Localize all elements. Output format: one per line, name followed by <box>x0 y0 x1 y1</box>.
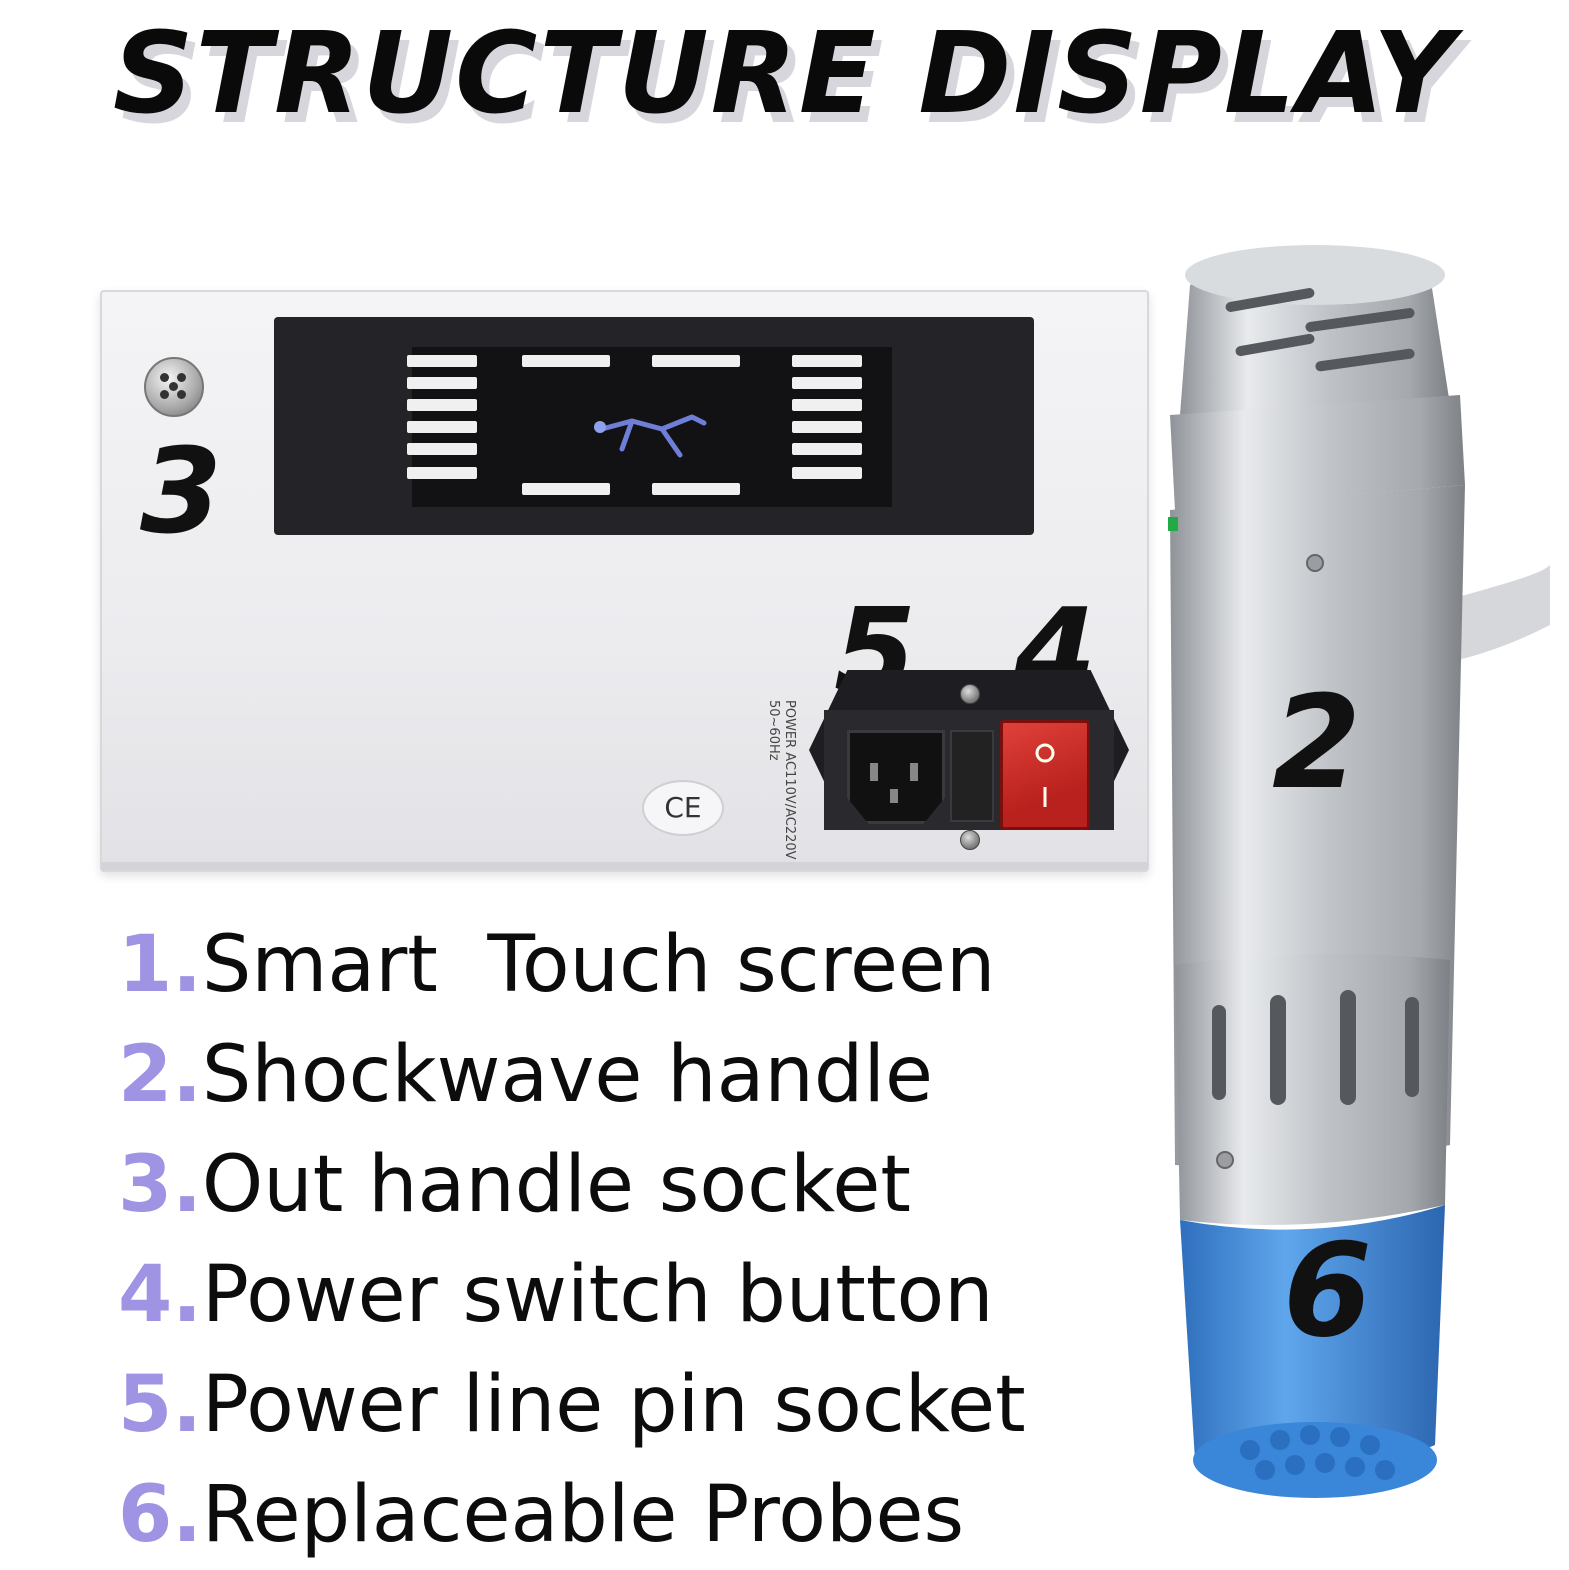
legend-text: Shockwave handle <box>201 1030 934 1120</box>
callout-2: 2 <box>1272 669 1362 818</box>
legend-list: 1.Smart Touch screen 2.Shockwave handle … <box>118 910 1118 1570</box>
legend-number: 4. <box>118 1250 202 1340</box>
screw-top <box>960 684 980 704</box>
switch-mark-icon <box>1035 743 1055 807</box>
legend-text: Smart Touch screen <box>201 920 996 1010</box>
console-unit: 3 1 5 4 POWER AC110V/AC220V <box>100 290 1149 872</box>
legend-item: 2.Shockwave handle <box>118 1020 1118 1130</box>
legend-text: Power switch button <box>201 1250 994 1340</box>
power-rating-label: POWER AC110V/AC220V 50~60Hz <box>766 700 797 860</box>
handle-socket <box>144 357 204 417</box>
ce-mark: CE <box>642 780 724 836</box>
legend-text: Power line pin socket <box>201 1360 1026 1450</box>
fuse-holder <box>950 730 994 822</box>
legend-text: Replaceable Probes <box>201 1470 965 1560</box>
legend-item: 4.Power switch button <box>118 1240 1118 1350</box>
touch-screen <box>274 317 1034 535</box>
legend-item: 6.Replaceable Probes <box>118 1460 1118 1570</box>
power-switch-button <box>1000 720 1090 830</box>
body-figure-icon <box>594 414 707 458</box>
legend-number: 6. <box>118 1470 202 1560</box>
legend-item: 5.Power line pin socket <box>118 1350 1118 1460</box>
legend-number: 5. <box>118 1360 202 1450</box>
console-edge <box>102 862 1147 870</box>
screen-interface <box>407 347 892 507</box>
page-title: STRUCTURE DISPLAY <box>112 9 1457 139</box>
callout-6: 6 <box>1283 1217 1373 1366</box>
shockwave-handle <box>1168 245 1550 1498</box>
legend-number: 3. <box>118 1140 202 1230</box>
power-line-pin-socket <box>847 730 945 824</box>
legend-number: 2. <box>118 1030 202 1120</box>
legend-text: Out handle socket <box>201 1140 911 1230</box>
callout-3: 3 <box>140 422 223 560</box>
legend-item: 3.Out handle socket <box>118 1130 1118 1240</box>
legend-item: 1.Smart Touch screen <box>118 910 1118 1020</box>
legend-number: 1. <box>118 920 202 1010</box>
screw-bottom <box>960 830 980 850</box>
